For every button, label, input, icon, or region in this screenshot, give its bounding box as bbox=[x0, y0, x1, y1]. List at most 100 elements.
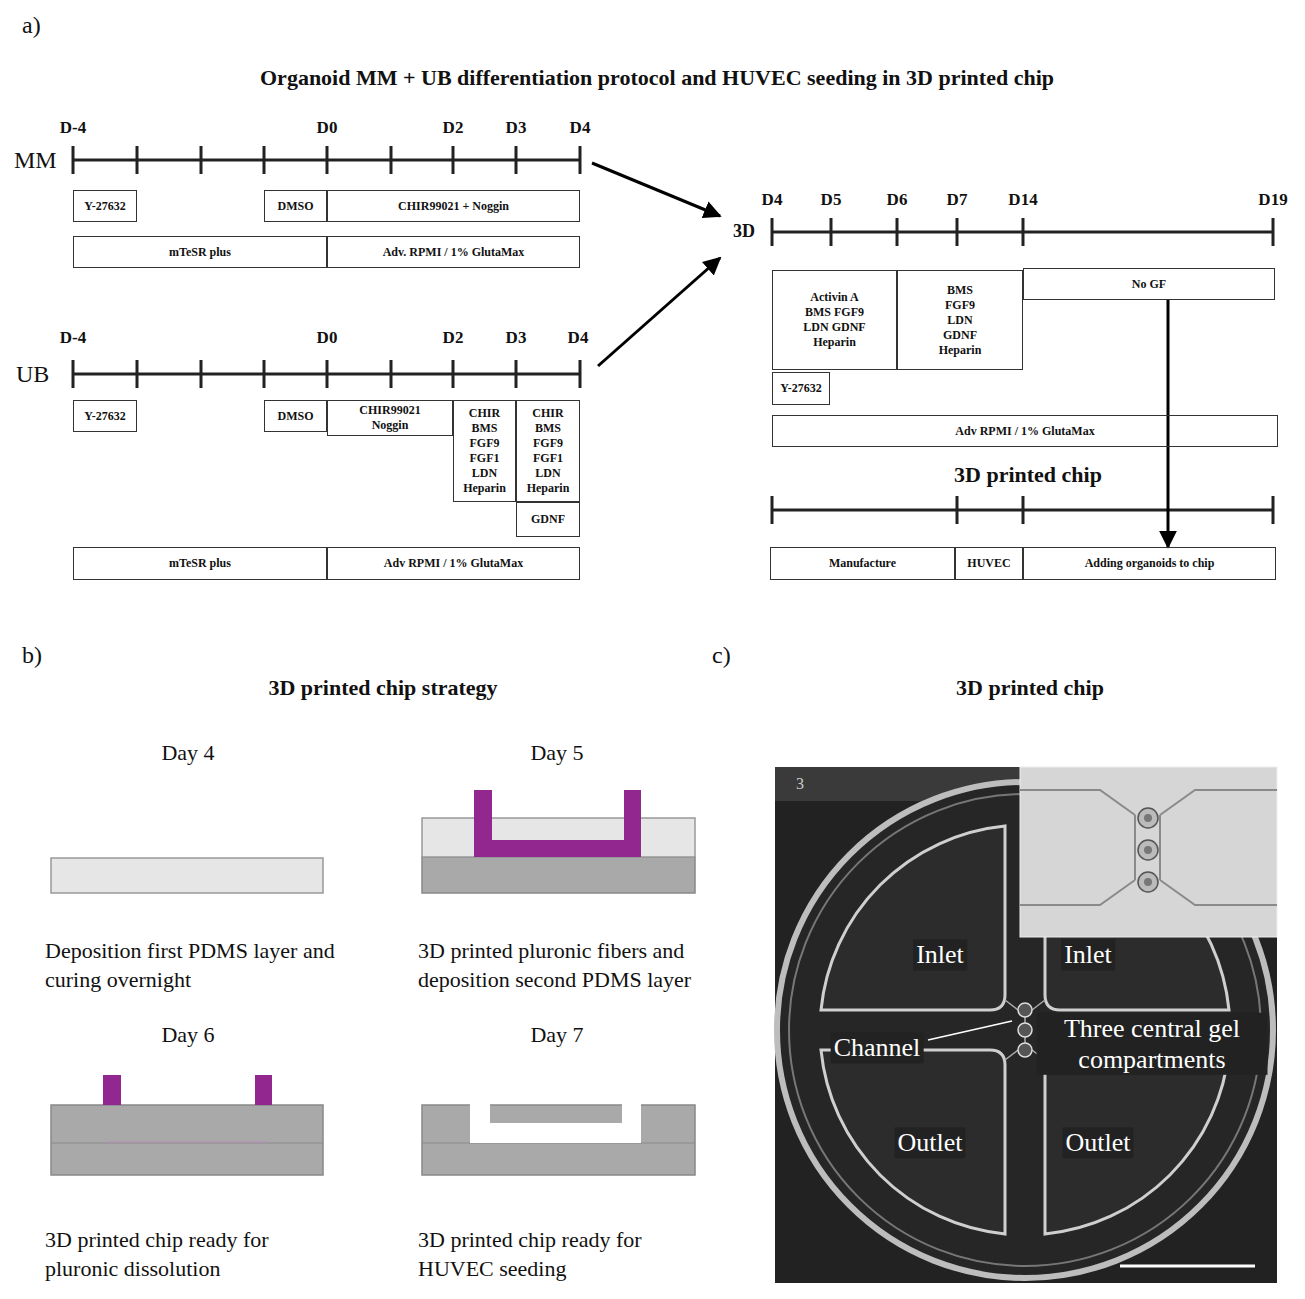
inset-compartment-core bbox=[1144, 846, 1152, 854]
inset-channel bbox=[1020, 790, 1277, 905]
step-day: Day 5 bbox=[530, 740, 583, 766]
merge-arrow bbox=[592, 163, 720, 216]
reservoir bbox=[821, 826, 1005, 1010]
step-day: Day 7 bbox=[530, 1022, 583, 1048]
box-text: CHIR99021 + Noggin bbox=[398, 199, 509, 214]
panel-letter: a) bbox=[22, 11, 41, 40]
photo-label: Three central gel compartments bbox=[1037, 1013, 1268, 1075]
pluronic-fiber bbox=[103, 1075, 121, 1105]
condition-box: GDNF bbox=[516, 502, 580, 537]
box-text: HUVEC bbox=[967, 556, 1010, 571]
timeline-day: D-4 bbox=[60, 118, 86, 138]
step-caption: 3D printed chip ready for HUVEC seeding bbox=[418, 1226, 708, 1283]
timeline-day: D3 bbox=[506, 328, 527, 348]
leader-line bbox=[928, 1021, 1012, 1040]
row-label: UB bbox=[16, 360, 49, 389]
merge-arrow bbox=[598, 258, 720, 366]
inset-compartment bbox=[1138, 872, 1158, 892]
condition-box: DMSO bbox=[264, 400, 327, 432]
pluronic-fiber bbox=[474, 790, 641, 857]
flow-arrow bbox=[1167, 300, 1170, 547]
condition-box: No GF bbox=[1023, 268, 1275, 300]
pdms-layer bbox=[51, 858, 323, 893]
timeline-day: D4 bbox=[568, 328, 589, 348]
box-text: Y-27632 bbox=[780, 381, 822, 396]
step-day: Day 6 bbox=[161, 1022, 214, 1048]
condition-box: Adv RPMI / 1% GlutaMax bbox=[327, 547, 580, 580]
box-text: No GF bbox=[1132, 277, 1166, 292]
box-text: Adv RPMI / 1% GlutaMax bbox=[955, 424, 1094, 439]
box-text: Adv RPMI / 1% GlutaMax bbox=[384, 556, 523, 571]
timeline-axis bbox=[772, 218, 1273, 246]
gel-compartment bbox=[1018, 1023, 1032, 1037]
pluronic-trace bbox=[108, 1142, 268, 1143]
box-text: mTeSR plus bbox=[169, 245, 231, 260]
inset-compartment-core bbox=[1144, 878, 1152, 886]
box-text: mTeSR plus bbox=[169, 556, 231, 571]
chip-number: 3 bbox=[796, 774, 804, 793]
panel-letter: b) bbox=[22, 641, 42, 670]
photo-label: Inlet bbox=[913, 939, 967, 970]
inset-photo bbox=[1020, 767, 1277, 937]
box-text: DMSO bbox=[278, 199, 314, 214]
condition-box: Manufacture bbox=[770, 547, 955, 580]
condition-box: Adv. RPMI / 1% GlutaMax bbox=[327, 236, 580, 268]
timeline-axis bbox=[73, 360, 580, 388]
timeline-axis bbox=[73, 146, 580, 174]
timeline-day: D3 bbox=[506, 118, 527, 138]
condition-box: mTeSR plus bbox=[73, 236, 327, 268]
timeline-day: D0 bbox=[317, 328, 338, 348]
box-text: Activin A BMS FGF9 LDN GDNF Heparin bbox=[800, 290, 870, 350]
condition-box: BMS FGF9 LDN GDNF Heparin bbox=[897, 270, 1023, 370]
photo-label: Outlet bbox=[1063, 1127, 1134, 1158]
pluronic-fiber bbox=[255, 1075, 272, 1105]
inset-compartment-core bbox=[1144, 814, 1152, 822]
photo-label: Outlet bbox=[895, 1127, 966, 1158]
panel-letter: c) bbox=[712, 641, 731, 670]
photo-label: Channel bbox=[831, 1032, 924, 1063]
box-text: CHIR BMS FGF9 FGF1 LDN Heparin bbox=[460, 406, 510, 496]
hollow-channel bbox=[470, 1103, 641, 1143]
reservoir bbox=[821, 1050, 1005, 1234]
panel-heading: 3D printed chip bbox=[956, 675, 1104, 701]
timeline-day: D19 bbox=[1258, 190, 1287, 210]
condition-box: HUVEC bbox=[955, 547, 1023, 580]
pdms-block bbox=[51, 1105, 323, 1175]
gel-compartment bbox=[1018, 1043, 1032, 1057]
condition-box: Y-27632 bbox=[73, 190, 137, 222]
condition-box: mTeSR plus bbox=[73, 547, 327, 580]
layer-seam bbox=[51, 1143, 323, 1144]
timeline-day: D-4 bbox=[60, 328, 86, 348]
condition-box: Adv RPMI / 1% GlutaMax bbox=[772, 415, 1278, 447]
photo-label: Inlet bbox=[1061, 939, 1115, 970]
inset-compartment bbox=[1138, 840, 1158, 860]
inset-compartment bbox=[1138, 808, 1158, 828]
condition-box: Adding organoids to chip bbox=[1023, 547, 1276, 580]
condition-box: CHIR BMS FGF9 FGF1 LDN Heparin bbox=[516, 400, 580, 502]
timeline-day: D7 bbox=[947, 190, 968, 210]
step-caption: 3D printed chip ready for pluronic disso… bbox=[45, 1226, 335, 1283]
box-text: GDNF bbox=[531, 512, 565, 527]
reservoir bbox=[1045, 1050, 1229, 1234]
box-text: Y-27632 bbox=[84, 199, 126, 214]
timeline-day: D4 bbox=[762, 190, 783, 210]
condition-box: CHIR BMS FGF9 FGF1 LDN Heparin bbox=[453, 400, 516, 502]
box-text: CHIR BMS FGF9 FGF1 LDN Heparin bbox=[523, 406, 573, 496]
panel-heading: 3D printed chip strategy bbox=[268, 675, 497, 701]
timeline-day: D0 bbox=[317, 118, 338, 138]
condition-box: CHIR99021 Noggin bbox=[327, 400, 453, 436]
pdms-layer bbox=[422, 857, 695, 893]
condition-box: Activin A BMS FGF9 LDN GDNF Heparin bbox=[772, 270, 897, 370]
row-label: MM bbox=[14, 146, 57, 175]
step-caption: Deposition first PDMS layer and curing o… bbox=[45, 937, 345, 994]
gel-compartment bbox=[1018, 1003, 1032, 1017]
step-caption: 3D printed pluronic fibers and depositio… bbox=[418, 937, 733, 994]
condition-box: Y-27632 bbox=[73, 400, 137, 432]
scale-bar bbox=[1120, 1265, 1255, 1268]
condition-box: DMSO bbox=[264, 190, 327, 222]
timeline-axis bbox=[772, 496, 1273, 524]
condition-box: Y-27632 bbox=[772, 372, 830, 405]
timeline-day: D2 bbox=[443, 328, 464, 348]
